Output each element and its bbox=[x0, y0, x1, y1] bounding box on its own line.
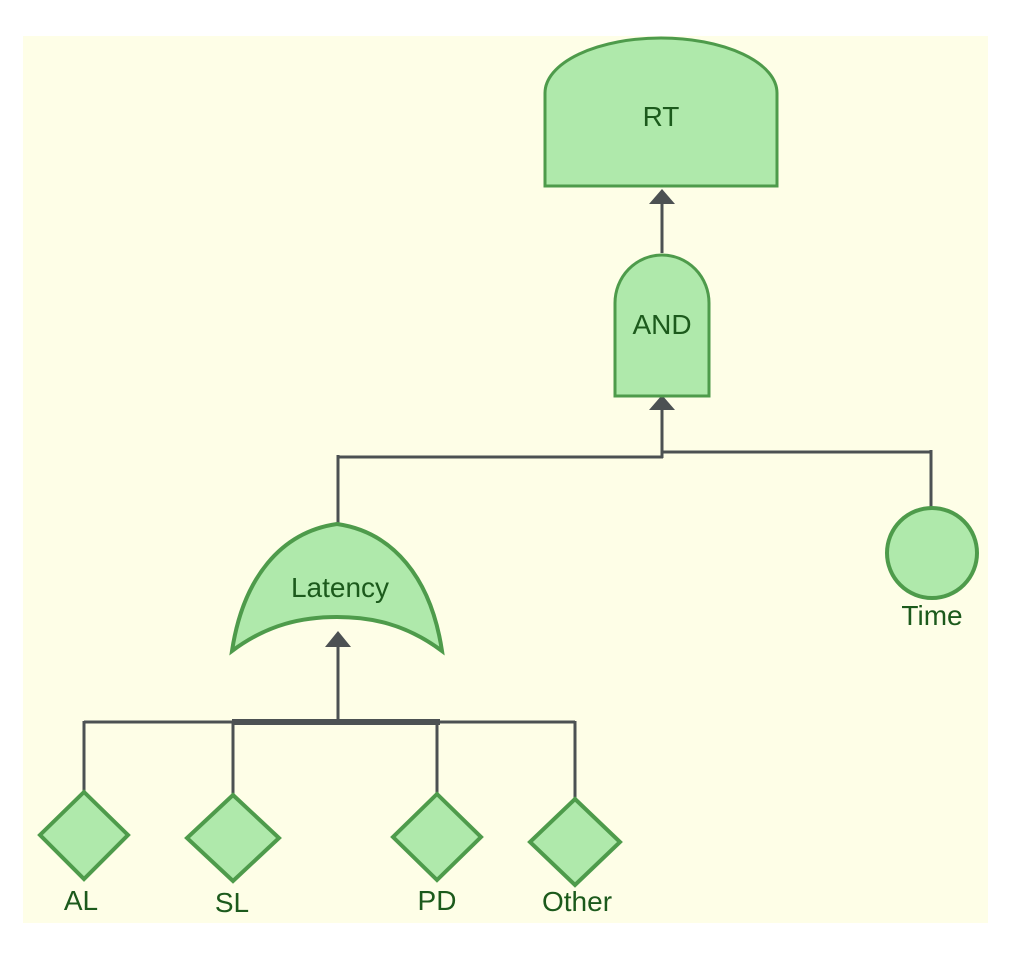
node-sl-diamond-shape[interactable] bbox=[184, 792, 282, 884]
node-time-label: Time bbox=[901, 600, 963, 631]
node-other-diamond-shape[interactable] bbox=[527, 796, 623, 888]
node-al-label: AL bbox=[63, 885, 99, 916]
node-rt-top-event-shape[interactable] bbox=[543, 36, 779, 188]
node-pd-label: PD bbox=[417, 885, 457, 916]
node-al-diamond-shape[interactable] bbox=[37, 789, 131, 882]
arrowhead-into-rt bbox=[649, 189, 675, 204]
connector-lines bbox=[82, 189, 933, 800]
node-other-label: Other bbox=[541, 886, 613, 917]
diagram-nodes bbox=[37, 36, 979, 888]
arrowhead-into-latency bbox=[325, 631, 351, 647]
arrowhead-into-and bbox=[649, 395, 675, 410]
diagram-canvas bbox=[23, 36, 988, 923]
node-rt-label: RT bbox=[642, 101, 680, 132]
node-latency-label: Latency bbox=[290, 572, 390, 603]
node-latency-or-gate-shape[interactable] bbox=[229, 521, 445, 656]
node-and-label: AND bbox=[632, 309, 692, 340]
node-and-gate-shape[interactable] bbox=[613, 253, 711, 398]
node-time-circle-shape[interactable] bbox=[885, 506, 979, 600]
node-sl-label: SL bbox=[214, 887, 250, 918]
node-pd-diamond-shape[interactable] bbox=[390, 791, 484, 883]
